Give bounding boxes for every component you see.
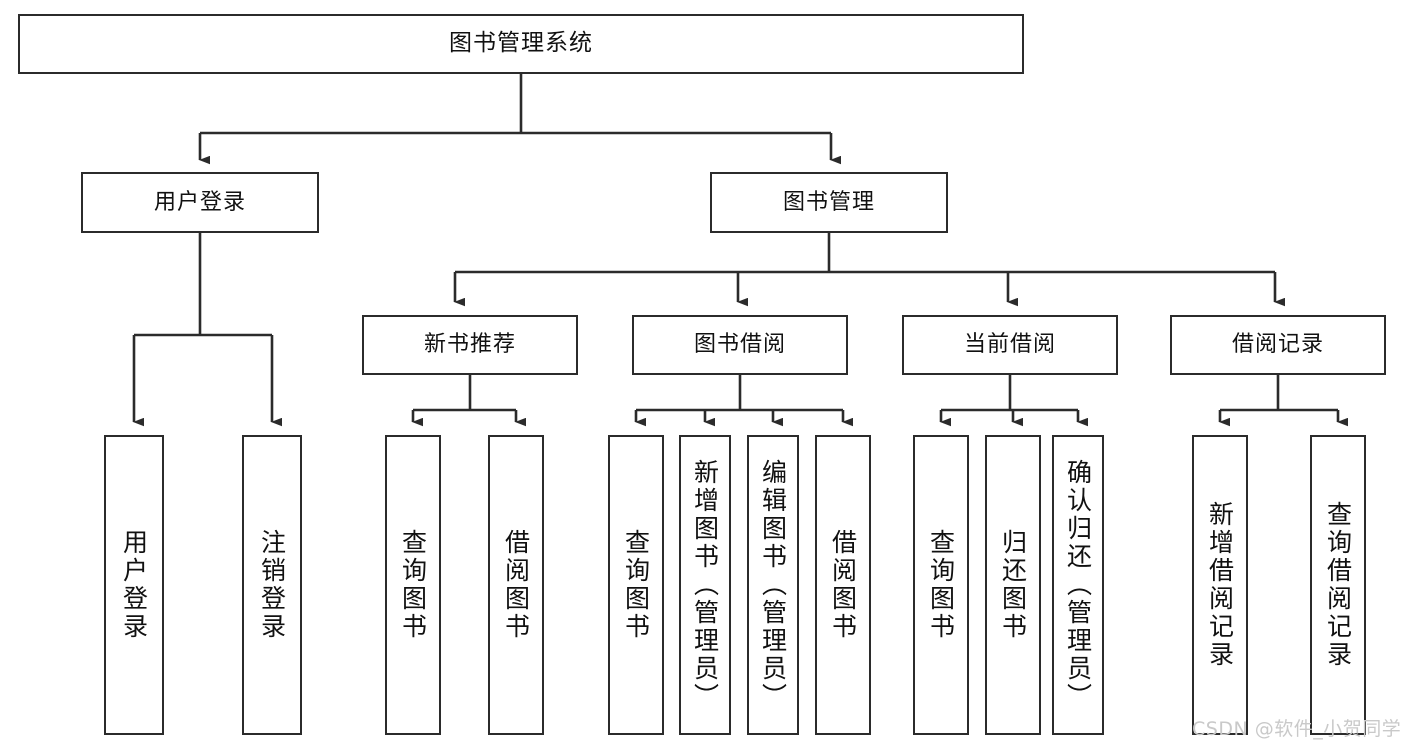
node-leaf-logout[interactable]: 注销登录 [242,435,302,735]
node-current-borrow[interactable]: 当前借阅 [902,315,1118,375]
node-leaf-confirm-return-label: 确认归还（管理员） [1063,459,1093,711]
node-borrow-record-label: 借阅记录 [1231,332,1324,358]
node-leaf-query-record-label: 查询借阅记录 [1323,501,1353,669]
node-borrow-record[interactable]: 借阅记录 [1170,315,1386,375]
node-leaf-edit-book[interactable]: 编辑图书（管理员） [747,435,799,735]
node-leaf-borrow-book-1-label: 借阅图书 [501,529,531,641]
node-leaf-logout-label: 注销登录 [257,529,287,641]
node-root[interactable]: 图书管理系统 [18,14,1024,74]
node-leaf-borrow-book-2[interactable]: 借阅图书 [815,435,871,735]
node-leaf-query-record[interactable]: 查询借阅记录 [1310,435,1366,735]
node-leaf-add-book-label: 新增图书（管理员） [690,459,720,711]
watermark-text: CSDN @软件_小贺同学 [1192,718,1402,740]
node-book-manage[interactable]: 图书管理 [710,172,948,233]
node-leaf-query-book-1[interactable]: 查询图书 [385,435,441,735]
node-root-label: 图书管理系统 [449,30,593,57]
node-leaf-borrow-book-1[interactable]: 借阅图书 [488,435,544,735]
node-current-borrow-label: 当前借阅 [963,332,1056,358]
node-leaf-add-book[interactable]: 新增图书（管理员） [679,435,731,735]
node-book-manage-label: 图书管理 [782,189,875,215]
node-leaf-return-book-label: 归还图书 [998,529,1028,641]
node-new-book-recommend-label: 新书推荐 [423,332,516,358]
node-leaf-query-book-3-label: 查询图书 [926,529,956,641]
node-user-login[interactable]: 用户登录 [81,172,319,233]
node-leaf-user-login-label: 用户登录 [119,529,149,641]
node-leaf-edit-book-label: 编辑图书（管理员） [758,459,788,711]
node-leaf-query-book-3[interactable]: 查询图书 [913,435,969,735]
node-book-borrow[interactable]: 图书借阅 [632,315,848,375]
node-leaf-query-book-2[interactable]: 查询图书 [608,435,664,735]
node-book-borrow-label: 图书借阅 [693,332,786,358]
node-leaf-return-book[interactable]: 归还图书 [985,435,1041,735]
node-leaf-borrow-book-2-label: 借阅图书 [828,529,858,641]
node-leaf-confirm-return[interactable]: 确认归还（管理员） [1052,435,1104,735]
node-leaf-query-book-2-label: 查询图书 [621,529,651,641]
node-leaf-add-record-label: 新增借阅记录 [1205,501,1235,669]
node-leaf-user-login[interactable]: 用户登录 [104,435,164,735]
node-user-login-label: 用户登录 [153,189,246,215]
node-leaf-add-record[interactable]: 新增借阅记录 [1192,435,1248,735]
node-new-book-recommend[interactable]: 新书推荐 [362,315,578,375]
node-leaf-query-book-1-label: 查询图书 [398,529,428,641]
